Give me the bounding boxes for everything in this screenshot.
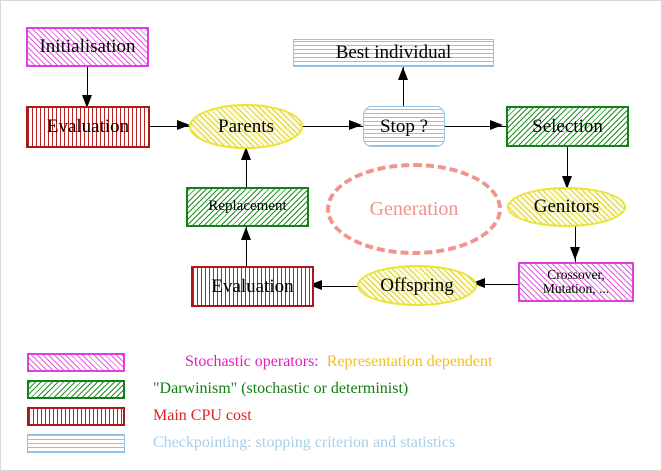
- legend-row: Stochastic operators: Representation dep…: [27, 349, 492, 375]
- node-best-individual[interactable]: Best individual: [293, 39, 494, 67]
- node-offspring-label: Offspring: [380, 274, 454, 296]
- arrowhead-offspring-to-eval: [309, 280, 322, 290]
- arrowhead-stop-to-selection: [490, 120, 503, 130]
- legend-label-stochastic-operators: Stochastic operators:: [185, 353, 319, 370]
- arrowhead-crossover-to-offspring: [472, 278, 485, 288]
- node-selection[interactable]: Selection: [506, 106, 629, 147]
- arrowhead-eval-to-replacement: [241, 227, 251, 240]
- edge-init-to-eval: [87, 67, 89, 101]
- generation-cycle-ring: Generation: [326, 163, 502, 255]
- node-genitors[interactable]: Genitors: [507, 187, 626, 227]
- node-stop-label: Stop ?: [379, 115, 429, 137]
- node-best-individual-label: Best individual: [335, 42, 452, 64]
- legend-row: Checkpointing: stopping criterion and st…: [27, 430, 492, 456]
- edge-crossover-to-offspring: [477, 284, 519, 286]
- arrowhead-replacement-to-parents: [241, 147, 251, 160]
- node-replacement-label: Replacement: [208, 198, 287, 215]
- legend-swatch-red-vertical-hatch-icon: [27, 406, 125, 426]
- node-offspring[interactable]: Offspring: [357, 265, 477, 306]
- arrowhead-init-to-eval: [82, 95, 92, 108]
- arrowhead-stop-to-best: [398, 67, 408, 80]
- node-genitors-label: Genitors: [533, 196, 600, 218]
- arrowhead-parents-to-stop: [349, 120, 362, 130]
- node-stop[interactable]: Stop ?: [363, 106, 445, 147]
- node-parents[interactable]: Parents: [189, 104, 303, 149]
- edge-eval-to-replacement: [246, 227, 248, 267]
- node-crossover-label-line2: Mutation, ...: [542, 281, 610, 296]
- node-crossover-mutation[interactable]: Crossover, Mutation, ...: [518, 262, 634, 302]
- edge-parents-to-stop: [303, 126, 365, 128]
- edge-genitors-to-crossover: [575, 226, 577, 262]
- generation-label: Generation: [369, 197, 459, 220]
- legend-label-checkpointing: Checkpointing: stopping criterion and st…: [153, 434, 456, 451]
- legend-swatch-magenta-diagonal-hatch-icon: [27, 352, 125, 372]
- arrowhead-genitors-to-crossover: [570, 247, 580, 260]
- legend-row: "Darwinism" (stochastic or determinist): [27, 376, 492, 402]
- edge-selection-to-genitors: [567, 147, 569, 189]
- arrowhead-eval-to-parents: [177, 120, 190, 130]
- legend-label-group: Stochastic operators: Representation dep…: [153, 335, 492, 389]
- edge-stop-to-best: [403, 67, 405, 107]
- node-selection-label: Selection: [532, 115, 603, 137]
- legend-label-main-cpu-cost: Main CPU cost: [153, 407, 252, 424]
- node-evaluation-top-label: Evaluation: [46, 116, 130, 138]
- legend-label-darwinism: "Darwinism" (stochastic or determinist): [153, 380, 409, 397]
- node-initialisation[interactable]: Initialisation: [26, 27, 149, 67]
- edge-offspring-to-eval: [314, 286, 358, 288]
- edge-stop-to-selection: [445, 126, 507, 128]
- node-initialisation-label: Initialisation: [39, 36, 136, 58]
- edge-replacement-to-parents: [246, 147, 248, 187]
- node-parents-label: Parents: [218, 115, 274, 137]
- legend-swatch-green-diagonal-hatch-icon: [27, 379, 125, 399]
- legend-row: Main CPU cost: [27, 403, 492, 429]
- legend-label-representation-dependent: Representation dependent: [326, 353, 493, 370]
- arrowhead-selection-to-genitors: [562, 176, 572, 189]
- legend-swatch-blue-horizontal-hatch-icon: [27, 433, 125, 453]
- legend: Stochastic operators: Representation dep…: [27, 349, 492, 457]
- node-evaluation-bottom[interactable]: Evaluation: [191, 266, 314, 307]
- node-replacement[interactable]: Replacement: [186, 187, 309, 227]
- edge-eval-to-parents: [150, 126, 190, 128]
- node-evaluation-top[interactable]: Evaluation: [26, 106, 150, 148]
- node-crossover-label-line1: Crossover,: [547, 266, 605, 282]
- node-evaluation-bottom-label: Evaluation: [211, 275, 294, 297]
